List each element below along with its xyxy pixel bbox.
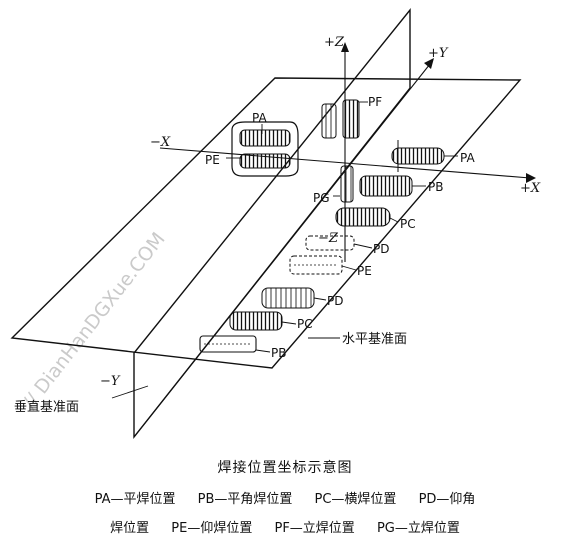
label-pa-top: PA (252, 111, 267, 125)
legend-line-2: 焊位置 PE—仰焊位置 PF—立焊位置 PG—立焊位置 (0, 517, 570, 536)
weld-pd-upper (305, 235, 355, 251)
label-pc-lower: PC (297, 317, 313, 331)
weld-pc-upper (335, 207, 391, 227)
leader-lines (111, 101, 458, 399)
label-pg: PG (313, 191, 330, 205)
axis-arrows (341, 42, 536, 183)
legend-item: PB—平角焊位置 (197, 492, 293, 507)
legend-item: PF—立焊位置 (274, 521, 355, 536)
label-pe-lower: PE (357, 264, 372, 278)
weld-pf (321, 99, 360, 139)
weld-pb-lower (199, 335, 257, 353)
legend-item: 焊位置 (110, 521, 150, 536)
weld-pe-lower (289, 255, 343, 275)
legend-item: PC—横焊位置 (314, 492, 397, 507)
label-pc-upper: PC (400, 217, 416, 231)
label-pb-lower: PB (271, 346, 286, 360)
weld-position-diagram: // DianHanDGXue.COM +Z +Y −X +X −Y −Z (10, 8, 541, 440)
label-pd-lower: PD (327, 294, 343, 308)
label-pe-top: PE (205, 153, 220, 167)
weld-pb-upper (359, 175, 413, 197)
legend-item: PA—平焊位置 (94, 492, 176, 507)
axis-label-neg-x: −X (150, 135, 171, 150)
legend-line-1: PA—平焊位置 PB—平角焊位置 PC—横焊位置 PD—仰角 (0, 488, 570, 507)
weld-pg (340, 165, 354, 203)
label-pa-right: PA (460, 151, 475, 165)
figure-caption: 焊接位置坐标示意图 PA—平焊位置 PB—平角焊位置 PC—横焊位置 PD—仰角… (0, 455, 570, 549)
label-horizontal-plane: 水平基准面 (342, 332, 407, 347)
label-pb-upper: PB (428, 180, 443, 194)
axis-label-pos-x: +X (520, 181, 541, 196)
weld-pd-lower (261, 287, 315, 309)
weld-group-pa-pe (231, 121, 299, 177)
axis-label-neg-z: −Z (318, 231, 339, 246)
horizontal-reference-plane (10, 77, 522, 369)
legend-item: PD—仰角 (418, 492, 476, 507)
label-vertical-plane: 垂直基准面 (14, 400, 79, 415)
weld-pc-lower (229, 311, 283, 331)
legend-item: PE—仰焊位置 (171, 521, 253, 536)
legend-item: PG—立焊位置 (376, 521, 460, 536)
axis-label-neg-y: −Y (100, 374, 121, 389)
label-pd-upper: PD (373, 242, 389, 256)
caption-title: 焊接位置坐标示意图 (217, 460, 353, 476)
axis-label-pos-y: +Y (428, 46, 449, 61)
axis-label-pos-z: +Z (324, 35, 345, 50)
label-pf: PF (368, 95, 382, 109)
